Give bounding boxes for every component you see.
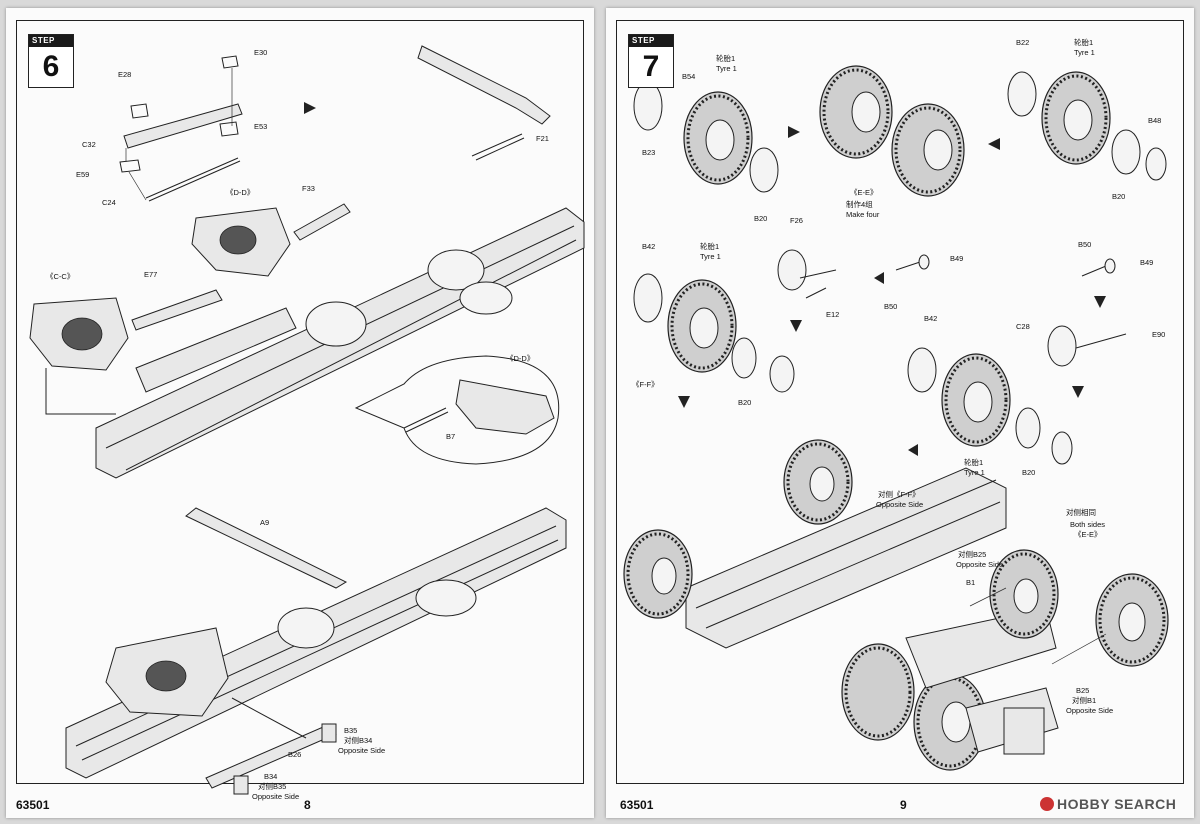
- direction-arrow: [304, 102, 316, 114]
- part-label: Tyre 1: [964, 468, 985, 477]
- step-6-badge: STEP 6: [28, 34, 74, 88]
- drive-shaft-e77: [131, 289, 223, 331]
- part-label: 对侧B34: [344, 736, 373, 745]
- part-label: B25: [1076, 686, 1090, 695]
- part-label: B35: [344, 726, 358, 735]
- part-label: B20: [1112, 192, 1126, 201]
- note-label: 对侧《F-F》: [878, 490, 920, 499]
- note-label: Opposite Side: [1066, 706, 1114, 715]
- part-label: Tyre 1: [1074, 48, 1095, 57]
- step-tag: STEP: [629, 35, 673, 47]
- truck-chassis: [685, 467, 1007, 649]
- rail-a9: [185, 507, 348, 589]
- catalog-number: 63501: [16, 798, 50, 812]
- step-tag: STEP: [29, 35, 73, 47]
- page-frame: [616, 20, 1184, 784]
- part-label: 轮胎1: [700, 242, 720, 251]
- part-label: B48: [1148, 116, 1162, 125]
- page-number: 8: [304, 798, 311, 812]
- part-label: F26: [790, 216, 803, 225]
- note-label: 对侧B1: [1072, 696, 1097, 705]
- crossmember-part: [417, 45, 551, 125]
- step-7-illustration: [623, 65, 1169, 771]
- part-label: B23: [642, 148, 656, 157]
- view-label: 《F-F》: [632, 380, 659, 389]
- part-label: A9: [260, 518, 270, 527]
- part-label: B1: [966, 578, 976, 587]
- note-label: 对侧B25: [958, 550, 987, 559]
- part-label: Tyre 1: [700, 252, 721, 261]
- part-label: B49: [1140, 258, 1154, 267]
- note-label: Opposite Side: [956, 560, 1004, 569]
- part-label: B7: [446, 432, 456, 441]
- part-label: 轮胎1: [964, 458, 984, 467]
- torque-rod-part: [123, 103, 243, 149]
- part-label: E28: [118, 70, 132, 79]
- part-label: E90: [1152, 330, 1166, 339]
- part-label: B49: [950, 254, 964, 263]
- instruction-page-8: STEP 6 E30 E28 C32 E53 E59 C24 《D-D》 F33…: [6, 8, 594, 818]
- step-number: 7: [642, 50, 660, 83]
- part-label: 轮胎1: [1074, 38, 1094, 47]
- part-label: B54: [682, 72, 696, 81]
- part-label: C24: [102, 198, 116, 207]
- part-label: E53: [254, 122, 268, 131]
- view-label: 《D-D》: [506, 354, 535, 363]
- part-label: B50: [1078, 240, 1092, 249]
- part-label: B22: [1016, 38, 1030, 47]
- drive-shaft-f33: [293, 203, 351, 241]
- part-label: B42: [642, 242, 656, 251]
- step-7-badge: STEP 7: [628, 34, 674, 88]
- view-label: 《D-D》: [226, 188, 255, 197]
- page-number: 9: [900, 798, 907, 812]
- part-label: B50: [884, 302, 898, 311]
- part-label: E59: [76, 170, 90, 179]
- part-label: 轮胎1: [716, 54, 736, 63]
- part-label: E77: [144, 270, 158, 279]
- detail-callout: [354, 355, 560, 465]
- view-label: 《E-E》: [1074, 530, 1102, 539]
- view-label: 《C-C》: [46, 272, 75, 281]
- part-label: E30: [254, 48, 268, 57]
- part-label: 对侧B35: [258, 782, 287, 791]
- part-label: C32: [82, 140, 96, 149]
- note-label: Opposite Side: [338, 746, 386, 755]
- part-label: B20: [738, 398, 752, 407]
- part-label: Tyre 1: [716, 64, 737, 73]
- part-label: F21: [536, 134, 549, 143]
- step-6-illustration: [29, 45, 585, 795]
- part-label: B26: [288, 750, 302, 759]
- watermark: HOBBY SEARCH: [1040, 796, 1176, 812]
- note-label: 对侧相同: [1066, 508, 1096, 517]
- page-frame: [16, 20, 584, 784]
- part-label: B20: [1022, 468, 1036, 477]
- view-label: 《E-E》: [850, 188, 878, 197]
- watermark-text: HOBBY SEARCH: [1057, 796, 1177, 812]
- note-label: Opposite Side: [252, 792, 300, 801]
- part-label: B34: [264, 772, 278, 781]
- part-label: B42: [924, 314, 938, 323]
- note-label: Both sides: [1070, 520, 1106, 529]
- part-label: C28: [1016, 322, 1030, 331]
- note-label: Opposite Side: [876, 500, 924, 509]
- catalog-number: 63501: [620, 798, 654, 812]
- step-number: 6: [42, 50, 60, 83]
- note-label: 制作4组: [846, 200, 873, 209]
- part-label: B20: [754, 214, 768, 223]
- instruction-page-9: STEP 7 轮胎1 Tyre 1 B54 B23 B20 《E-E》 制作4组…: [606, 8, 1194, 818]
- part-label: F33: [302, 184, 315, 193]
- hobby-search-logo-icon: [1040, 797, 1054, 811]
- note-label: Make four: [846, 210, 880, 219]
- part-label: E12: [826, 310, 840, 319]
